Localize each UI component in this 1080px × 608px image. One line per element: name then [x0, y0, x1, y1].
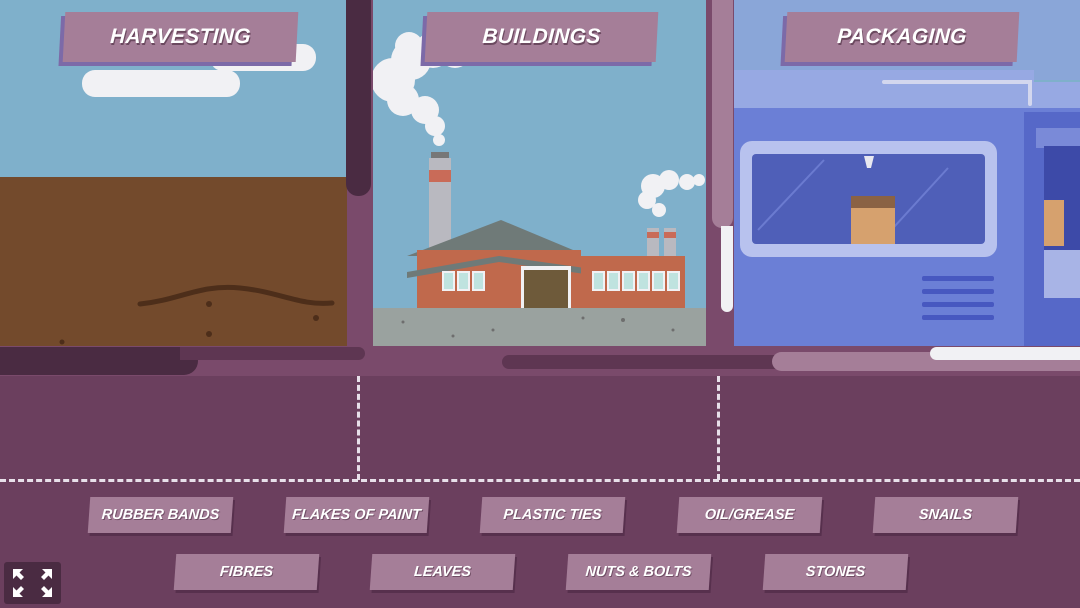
item-leaves[interactable]: LEAVES — [369, 554, 516, 590]
item-rubber-bands[interactable]: RUBBER BANDS — [87, 497, 234, 533]
zone-title-buildings: BUILDINGS — [424, 12, 659, 62]
pipe-divider-left-dark — [346, 0, 371, 196]
pipe-horizontal-mid2 — [502, 355, 802, 369]
drop-zone-packaging[interactable] — [720, 376, 1080, 480]
item-stones[interactable]: STONES — [762, 554, 909, 590]
item-flakes-of-paint[interactable]: FLAKES OF PAINT — [283, 497, 430, 533]
drop-zone-divider-2 — [717, 376, 720, 480]
drop-zone-harvesting[interactable] — [0, 376, 358, 480]
zone-title-harvesting: HARVESTING — [62, 12, 299, 62]
item-plastic-ties[interactable]: PLASTIC TIES — [479, 497, 626, 533]
item-fibres[interactable]: FIBRES — [173, 554, 320, 590]
expand-arrows-icon — [13, 569, 52, 597]
zone-title-packaging: PACKAGING — [784, 12, 1020, 62]
drop-zone-divider-1 — [357, 376, 360, 480]
item-nuts-and-bolts[interactable]: NUTS & BOLTS — [565, 554, 712, 590]
drop-zone-buildings[interactable] — [360, 376, 718, 480]
pipe-divider-right-white — [721, 226, 733, 312]
fullscreen-button[interactable] — [4, 562, 61, 604]
item-snails[interactable]: SNAILS — [872, 497, 1019, 533]
pipe-divider-right-light — [712, 0, 733, 228]
pipe-horizontal-dark — [0, 347, 198, 375]
pipe-horizontal-white — [930, 347, 1080, 360]
item-tray-divider — [0, 479, 1080, 482]
item-oil-grease[interactable]: OIL/GREASE — [676, 497, 823, 533]
pipe-horizontal-mid — [180, 347, 365, 360]
packaging-scene — [734, 0, 1080, 347]
